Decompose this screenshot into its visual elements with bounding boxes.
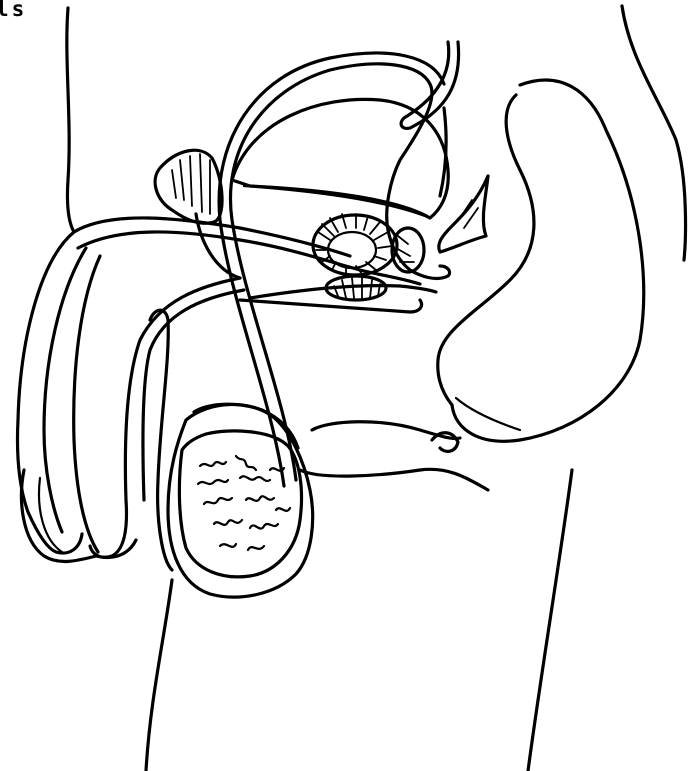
- ureter-lower: [440, 108, 446, 196]
- seminiferous-tubules: [198, 456, 290, 550]
- rectum-inner-wall: [438, 95, 534, 405]
- prostate: [313, 215, 397, 275]
- testis: [179, 431, 301, 577]
- rectum-outer-wall: [452, 80, 644, 441]
- urethra-to-prostate: [250, 286, 436, 298]
- back-contour-right: [622, 6, 686, 260]
- penis-underside: [90, 278, 240, 557]
- bladder: [232, 99, 448, 218]
- back-contour-left: [67, 8, 74, 232]
- penis-shaft-left: [17, 232, 82, 553]
- perineum-contour: [300, 469, 488, 490]
- penis-root: [240, 300, 422, 312]
- leg-contour-front: [146, 580, 172, 771]
- penis-urethra-shaft: [74, 256, 100, 552]
- leg-contour-back: [528, 470, 572, 771]
- pubic-bone: [155, 150, 222, 223]
- rectum-fold: [456, 398, 520, 430]
- vesicle-hatch-1: [460, 200, 472, 218]
- bladder-top-line: [244, 186, 430, 218]
- pubic-bone-hatching: [172, 154, 210, 214]
